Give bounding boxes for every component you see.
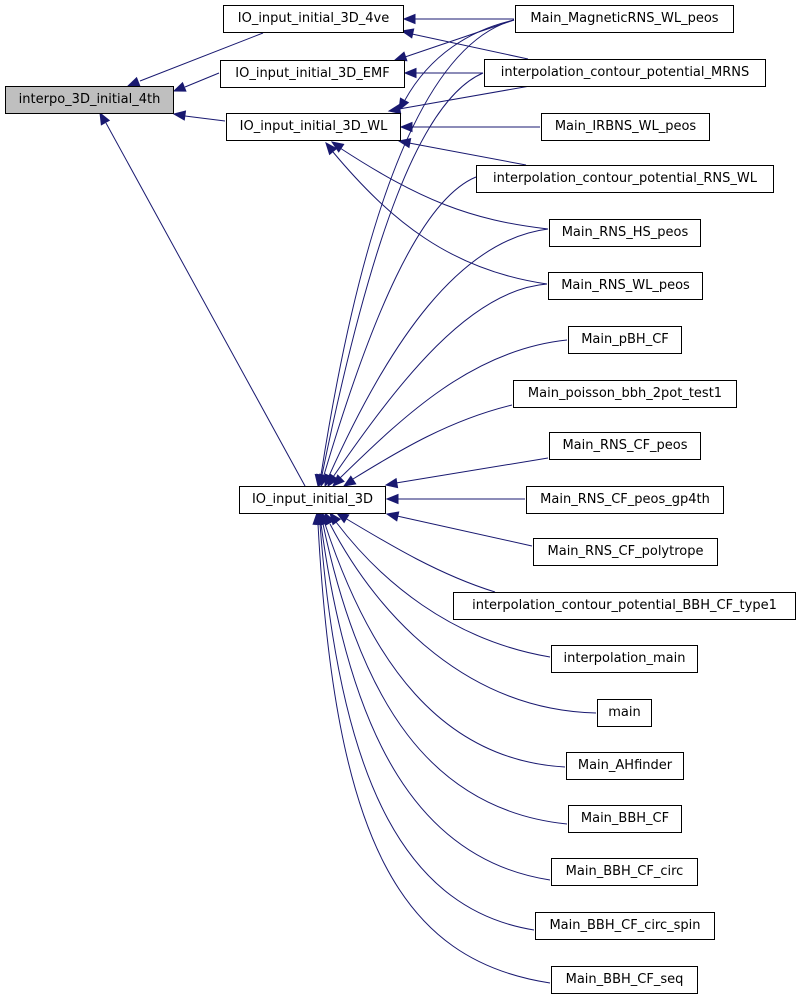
- edge-magnetic-to-wl-arrowhead: [398, 97, 410, 112]
- node-main-rns-cf-peos-gp4th[interactable]: Main_RNS_CF_peos_gp4th: [526, 486, 724, 514]
- node-interpolation-contour-potential-bbh-cf-type1[interactable]: interpolation_contour_potential_BBH_CF_t…: [453, 592, 796, 620]
- node-io-input-initial-3d[interactable]: IO_input_initial_3D: [239, 486, 386, 514]
- edge-mrns-to-3d: [321, 72, 484, 476]
- node-interpolation-contour-potential-rns-wl[interactable]: interpolation_contour_potential_RNS_WL: [476, 165, 774, 193]
- edge-poisson-to-3d: [352, 404, 513, 480]
- edge-rnswlpeos-to-3d: [332, 283, 548, 478]
- edge-4ve-to-4th-arrowhead: [126, 76, 141, 87]
- node-interpolation-main[interactable]: interpolation_main: [551, 645, 698, 673]
- node-main-rns-hs-peos[interactable]: Main_RNS_HS_peos: [549, 219, 701, 247]
- edge-rnswlpeos-to-wl: [332, 151, 548, 285]
- edge-circspin-to-3d: [319, 523, 535, 931]
- node-main-pbh-cf[interactable]: Main_pBH_CF: [568, 326, 682, 354]
- edge-rnswl-to-wl: [408, 142, 527, 166]
- node-main-rns-cf-peos[interactable]: Main_RNS_CF_peos: [549, 432, 701, 460]
- edge-hs-to-wl-arrowhead: [330, 141, 345, 153]
- edge-pbh-to-3d-arrowhead: [332, 474, 345, 487]
- edge-hs-to-3d: [328, 228, 549, 477]
- edge-hs-to-wl: [339, 147, 549, 230]
- node-main-rns-wl-peos[interactable]: Main_RNS_WL_peos: [548, 272, 703, 300]
- edge-mrns-to-4ve: [411, 33, 529, 60]
- node-main-bbh-cf-seq[interactable]: Main_BBH_CF_seq: [551, 966, 698, 994]
- edge-gp4th-to-3d-arrowhead: [385, 493, 399, 505]
- edge-rnswl-to-wl-arrowhead: [397, 137, 412, 149]
- edge-rnscf-to-3d: [395, 457, 549, 484]
- node-main[interactable]: main: [597, 699, 652, 727]
- edge-main-to-3d: [329, 523, 597, 714]
- edge-magnetic-to-4ve-arrowhead: [402, 13, 416, 25]
- edge-poly-to-3d: [396, 515, 533, 547]
- edge-3d-to-4th: [105, 122, 306, 487]
- node-interpo-3d-initial-4th: interpo_3D_initial_4th: [5, 86, 174, 114]
- node-io-input-initial-3d-wl[interactable]: IO_input_initial_3D_WL: [226, 113, 401, 141]
- node-main-bbh-cf[interactable]: Main_BBH_CF: [568, 805, 682, 833]
- edge-rnswl-to-3d: [323, 176, 477, 476]
- node-main-rns-cf-polytrope[interactable]: Main_RNS_CF_polytrope: [533, 538, 718, 566]
- edge-wl-to-4th: [184, 115, 226, 122]
- node-main-irbns-wl-peos[interactable]: Main_IRBNS_WL_peos: [541, 113, 710, 141]
- edge-mrns-to-4ve-arrowhead: [400, 28, 415, 39]
- edge-3d-to-4th-arrowhead: [99, 111, 111, 126]
- edge-ahfinder-to-3d: [324, 523, 566, 768]
- edge-rnswlpeos-to-3d-arrowhead: [327, 473, 339, 488]
- edge-pbh-to-3d: [338, 339, 568, 480]
- edge-poly-to-3d-arrowhead: [385, 511, 400, 522]
- edge-emf-to-4th-arrowhead: [172, 81, 187, 92]
- edge-emf-to-4th: [184, 72, 220, 88]
- node-main-bbh-cf-circ[interactable]: Main_BBH_CF_circ: [551, 858, 698, 886]
- edge-bbhcf-to-3d: [322, 523, 568, 825]
- edge-bbhtype1-to-3d: [344, 517, 496, 593]
- node-main-bbh-cf-circ-spin[interactable]: Main_BBH_CF_circ_spin: [535, 912, 715, 940]
- edge-rnscf-to-3d-arrowhead: [384, 477, 399, 489]
- edge-wl-to-4th-arrowhead: [172, 110, 187, 121]
- edge-seq-to-3d: [317, 523, 551, 984]
- edge-4ve-to-4th: [139, 32, 264, 82]
- node-io-input-initial-3d-emf[interactable]: IO_input_initial_3D_EMF: [220, 60, 405, 88]
- node-main-magneticrns-wl-peos[interactable]: Main_MagneticRNS_WL_peos: [515, 5, 734, 33]
- edge-magnetic-to-3d: [320, 19, 515, 476]
- edge-mrns-to-emf-arrowhead: [403, 67, 417, 79]
- edge-seq-to-3d-arrowhead: [312, 511, 323, 525]
- edge-irbns-to-wl-arrowhead: [399, 121, 413, 133]
- node-main-poisson-bbh-2pot-test1[interactable]: Main_poisson_bbh_2pot_test1: [513, 380, 737, 408]
- node-interpolation-contour-potential-mrns[interactable]: interpolation_contour_potential_MRNS: [484, 59, 766, 87]
- node-main-ahfinder[interactable]: Main_AHfinder: [566, 752, 684, 780]
- edge-interpmain-to-3d: [335, 521, 551, 658]
- edge-rnswlpeos-to-wl-arrowhead: [325, 141, 338, 156]
- edge-magnetic-to-emf: [404, 19, 515, 58]
- edge-poisson-to-3d-arrowhead: [342, 475, 357, 487]
- edge-magnetic-to-wl: [404, 19, 515, 101]
- edge-circ-to-3d: [320, 523, 551, 881]
- node-io-input-initial-3d-4ve[interactable]: IO_input_initial_3D_4ve: [223, 5, 404, 33]
- edge-mrns-to-wl: [398, 85, 531, 110]
